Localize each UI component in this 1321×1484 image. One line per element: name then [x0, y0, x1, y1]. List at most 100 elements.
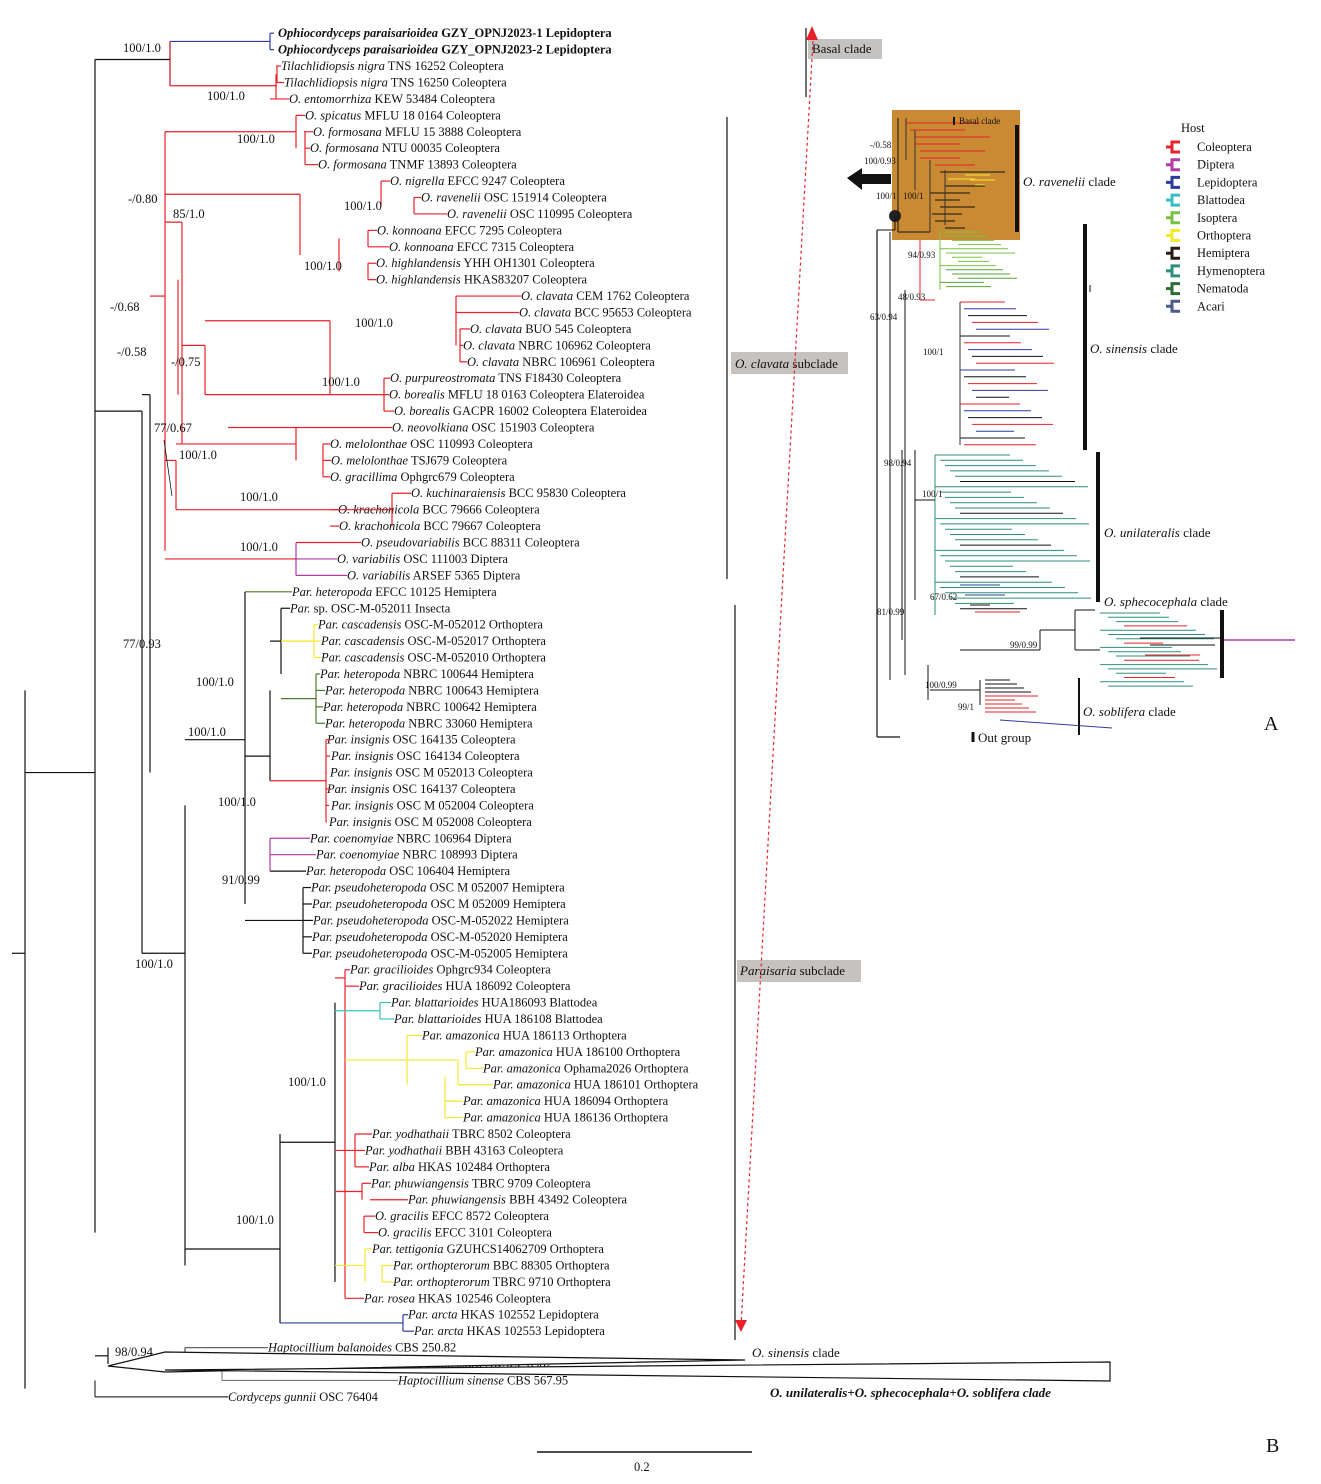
taxon-voucher-host: HUA 186136 Orthoptera	[541, 1111, 669, 1125]
taxon-genus-species: O. spicatus	[305, 108, 361, 122]
support-value: 100/1.0	[355, 316, 393, 330]
support-value: 100/1.0	[207, 89, 245, 103]
taxon-genus-species: O. borealis	[389, 388, 445, 402]
inset-clade-label: O. soblifera clade	[1083, 704, 1176, 719]
taxon-genus-species: O. formosana	[310, 141, 379, 155]
taxon-voucher-host: Ophgrc679 Coleoptera	[397, 470, 515, 484]
taxon-voucher-host: NBRC 106964 Diptera	[393, 831, 512, 845]
support-value: 100/1.0	[135, 957, 173, 971]
taxon-voucher-host: OSC-M-052020 Hemiptera	[428, 930, 569, 944]
taxon-voucher-host: OSC 164134 Coleoptera	[394, 749, 520, 763]
taxon-label: Par. orthopterorum BBC 88305 Orthoptera	[392, 1258, 610, 1272]
black-pointer-arrow	[847, 168, 891, 190]
taxon-label: Par. heteropoda NBRC 33060 Hemiptera	[324, 716, 533, 730]
taxon-label: Haptocillium balanoides CBS 250.82	[267, 1341, 456, 1355]
support-value: 91/0.99	[222, 873, 260, 887]
support-value: -/0.75	[171, 355, 201, 369]
taxon-label: Par. insignis OSC 164137 Coleoptera	[326, 782, 516, 796]
taxon-label: Par. tettigonia GZUHCS14062709 Orthopter…	[371, 1242, 604, 1256]
legend-label: Hemiptera	[1197, 246, 1250, 260]
legend-item: Orthoptera	[1166, 229, 1252, 243]
taxon-genus-species: O. clavata	[519, 306, 571, 320]
taxon-genus-species: Par. amazonica	[462, 1111, 541, 1125]
taxon-voucher-host: NBRC 100643 Hemiptera	[405, 683, 539, 697]
legend-item: Lepidoptera	[1166, 175, 1258, 189]
taxon-label: Par. heteropoda NBRC 100644 Hemiptera	[319, 667, 534, 681]
taxon-voucher-host: HKAS 102546 Coleoptera	[415, 1291, 551, 1305]
taxon-label: Par. yodhathaii TBRC 8502 Coleoptera	[371, 1127, 571, 1141]
taxon-genus-species: Par. cascadensis	[317, 618, 401, 632]
taxon-label: O. clavata NBRC 106962 Coleoptera	[463, 338, 651, 352]
taxon-voucher-host: BBH 43492 Coleoptera	[506, 1193, 628, 1207]
legend-swatch	[1166, 140, 1180, 154]
taxon-voucher-host: BCC 88311 Coleoptera	[460, 536, 580, 550]
taxon-voucher-host: EFCC 8572 Coleoptera	[428, 1209, 549, 1223]
taxon-label: Par. pseudoheteropoda OSC M 052009 Hemip…	[311, 897, 566, 911]
taxon-genus-species: Par. gracilioides	[349, 963, 433, 977]
taxon-label: O. highlandensis YHH OH1301 Coleoptera	[376, 256, 595, 270]
taxon-label: O. clavata BCC 95653 Coleoptera	[519, 306, 692, 320]
taxon-genus-species: O. gracillima	[330, 470, 397, 484]
legend-swatch	[1166, 246, 1180, 260]
taxon-voucher-host: CEM 1762 Coleoptera	[573, 289, 690, 303]
taxon-voucher-host: TNMF 13893 Coleoptera	[387, 158, 517, 172]
taxon-label: O. entomorrhiza KEW 53484 Coleoptera	[289, 92, 496, 106]
taxon-genus-species: O. variabilis	[337, 552, 400, 566]
arrow-head-down	[735, 1320, 747, 1332]
support-value: 100/1.0	[236, 1213, 274, 1227]
taxon-voucher-host: sp. OSC-M-052011 Insecta	[311, 601, 451, 615]
scale-bar-label: 0.2	[634, 1460, 650, 1474]
taxon-voucher-host: Ophgrc934 Coleoptera	[433, 963, 551, 977]
support-value: -/0.68	[110, 300, 140, 314]
taxon-genus-species: O. clavata	[470, 322, 522, 336]
taxon-label: Par. coenomyiae NBRC 106964 Diptera	[309, 831, 512, 845]
collapsed-unilateralis-clade	[164, 1361, 1111, 1382]
clade-name-suffix: clade	[1180, 525, 1211, 540]
taxon-genus-species: Par. insignis	[326, 733, 390, 747]
taxon-voucher-host: OSC 151903 Coleoptera	[468, 421, 594, 435]
taxon-label: O. melolonthae OSC 110993 Coleoptera	[330, 437, 533, 451]
taxon-label: O. formosana NTU 00035 Coleoptera	[310, 141, 500, 155]
taxon-voucher-host: ARSEF 5365 Diptera	[410, 568, 521, 582]
taxon-voucher-host: BBC 88305 Orthoptera	[490, 1258, 610, 1272]
taxon-genus-species: Par. heteropoda	[319, 667, 400, 681]
taxon-voucher-host: HKAS 102553 Lepidoptera	[464, 1324, 606, 1338]
clade-name-suffix: clade	[1145, 704, 1176, 719]
taxon-label: Ophiocordyceps paraisarioidea GZY_OPNJ20…	[278, 26, 612, 40]
taxon-voucher-host: KEW 53484 Coleoptera	[371, 92, 495, 106]
taxon-genus-species: Par. coenomyiae	[309, 831, 394, 845]
taxon-genus-species: Par. heteropoda	[324, 683, 405, 697]
inset-support-value: 100/1	[922, 489, 943, 499]
legend-label: Acari	[1197, 299, 1225, 313]
taxon-genus-species: Par. amazonica	[474, 1045, 553, 1059]
inset-support-value: 100/1	[876, 191, 897, 201]
taxon-genus-species: O. kuchinaraiensis	[411, 486, 506, 500]
paraisaria-subclade-label: Paraisaria subclade	[739, 963, 845, 978]
taxon-genus-species: O. konnoana	[377, 223, 442, 237]
legend-item: Coleoptera	[1166, 140, 1252, 154]
taxon-genus-species: O. neovolkiana	[392, 421, 468, 435]
legend-item: Acari	[1166, 299, 1225, 313]
taxon-voucher-host: HKAS 102484 Orthoptera	[415, 1160, 551, 1174]
taxon-genus-species: O. ravenelii	[421, 191, 481, 205]
taxon-voucher-host: MFLU 15 3888 Coleoptera	[382, 125, 522, 139]
inset-clade-label: O. unilateralis clade	[1104, 525, 1211, 540]
taxon-genus-species: Ophiocordyceps paraisarioidea	[278, 26, 438, 40]
taxon-genus-species: Par. rosea	[363, 1291, 415, 1305]
taxon-genus-species: Par. heteropoda	[322, 700, 403, 714]
legend-swatch	[1166, 175, 1180, 189]
inset-branch	[999, 719, 1113, 729]
legend-label: Coleoptera	[1197, 140, 1252, 154]
taxon-voucher-host: MFLU 18 0164 Coleoptera	[361, 108, 501, 122]
taxon-voucher-host: OSC 164135 Coleoptera	[390, 733, 516, 747]
taxon-voucher-host: OSC 110995 Coleoptera	[507, 207, 633, 221]
taxon-label: O. ravenelii OSC 110995 Coleoptera	[447, 207, 633, 221]
clavata-subclade-label: O. clavata subclade	[735, 356, 838, 371]
taxon-label: Par. pseudoheteropoda OSC-M-052020 Hemip…	[311, 930, 568, 944]
support-value: -/0.80	[128, 192, 158, 206]
support-value: 100/1.0	[344, 199, 382, 213]
support-value: 100/1.0	[304, 259, 342, 273]
taxon-genus-species: O. entomorrhiza	[289, 92, 371, 106]
taxon-genus-species: Par. amazonica	[482, 1061, 561, 1075]
taxon-label: O. konnoana EFCC 7295 Coleoptera	[377, 223, 563, 237]
